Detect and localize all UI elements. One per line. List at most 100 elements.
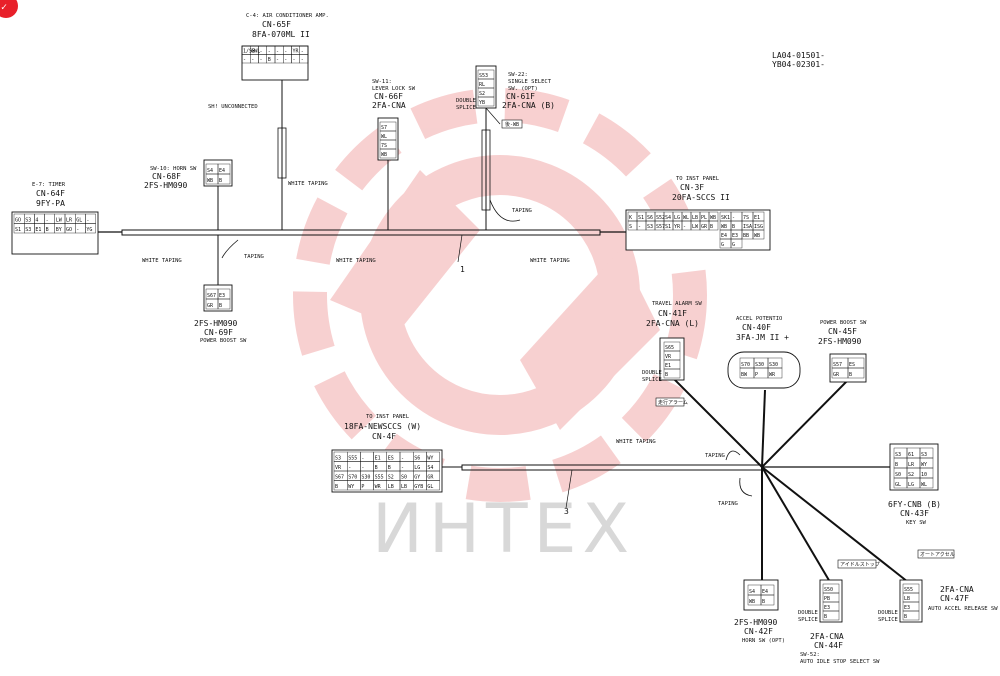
watermark-text: ИНТЕХ — [372, 490, 635, 569]
pin-label: LW — [56, 218, 63, 224]
pin-label: B — [904, 614, 907, 620]
pin-label: WY — [427, 456, 433, 462]
pin-cell — [217, 298, 231, 310]
pin-label: E1 — [375, 456, 381, 462]
pin-label: YB — [479, 100, 485, 106]
pin-label: PB — [824, 596, 830, 602]
pin-label: 4 — [35, 218, 38, 224]
pin-label: - — [361, 456, 364, 462]
harness-1 — [98, 80, 626, 285]
splice-label: DOUBLE — [642, 370, 662, 376]
pin-label: E3 — [824, 605, 830, 611]
pin-label: - — [76, 227, 79, 233]
connector-id: CN-61F — [506, 92, 535, 101]
pin-label: WY — [921, 462, 927, 468]
connector-subtitle: AUTO IDLE STOP SELECT SW — [800, 659, 880, 665]
connector-part: 2FA-CNA (B) — [502, 101, 555, 110]
pin-label: E4 — [219, 168, 225, 174]
connector-title: TRAVEL ALARM SW — [652, 301, 702, 307]
connector-cn-66f[interactable]: SW-11: LEVER LOCK SW CN-66F 2FA-CNA S7WL… — [372, 79, 416, 161]
pin-cell — [426, 480, 440, 491]
pin-label: G — [721, 242, 724, 248]
pin-label: S4 — [665, 215, 671, 221]
pin-label: S0 — [401, 475, 407, 481]
connector-id: CN-40F — [742, 323, 771, 332]
pin-label: 7S — [381, 143, 387, 149]
splice-label: SPLICE — [642, 377, 662, 383]
connector-id: CN-43F — [900, 509, 929, 518]
pin-label: S53 — [479, 73, 488, 79]
connector-subtitle: SINGLE SELECT — [508, 79, 552, 85]
pin-label: WL — [381, 134, 387, 140]
pin-label: S3 — [25, 227, 31, 233]
pin-label: LG — [674, 215, 680, 221]
pin-cell — [730, 238, 743, 249]
pin-label: GY — [414, 475, 420, 481]
connector-part: 2FA-CNA (L) — [646, 319, 699, 328]
pin-label: YR — [293, 49, 300, 55]
connector-id: CN-66F — [374, 92, 403, 101]
pin-label: - — [284, 49, 287, 55]
pin-label: E4 — [721, 233, 727, 239]
pin-label: S52 — [656, 215, 665, 221]
pin-label: B — [665, 372, 668, 378]
connector-title: KEY SW — [906, 520, 927, 526]
pin-cell — [919, 477, 934, 489]
pin-label: S50 — [824, 587, 833, 593]
pin-label: S3 — [647, 224, 653, 230]
pin-label: - — [268, 49, 271, 55]
connector-note: SH! UNCONNECTED — [208, 104, 258, 110]
connector-cn-65f[interactable]: C-4: AIR CONDITIONER AMP. CN-65F 8FA-070… — [208, 13, 329, 110]
pin-label: GR — [427, 475, 434, 481]
white-taping-label: WHITE TAPING — [288, 181, 328, 187]
pin-label: - — [401, 456, 404, 462]
pin-label: S30 — [755, 362, 764, 368]
splice-label: SPLICE — [456, 105, 476, 111]
pin-label: WR — [375, 484, 382, 490]
pin-label: - — [732, 215, 735, 221]
jp-tag: オートアクセル — [920, 552, 955, 558]
pin-label: - — [683, 224, 686, 230]
pin-label: BY — [56, 227, 62, 233]
pin-label: - — [86, 218, 89, 224]
connector-id: CN-47F — [940, 594, 969, 603]
jp-tag: 走行アラーム — [658, 399, 688, 406]
corner-badge[interactable]: ✓ — [0, 0, 18, 18]
connector-part: 20FA-SCCS II — [672, 193, 730, 202]
pin-label: GO — [15, 218, 21, 224]
connector-id: CN-42F — [744, 627, 773, 636]
pin-cell — [822, 610, 840, 621]
connector-id: CN-3F — [680, 183, 704, 192]
pin-label: S57 — [656, 224, 665, 230]
white-taping-label: WHITE TAPING — [336, 258, 376, 264]
pin-label: E3 — [904, 605, 910, 611]
connector-cn-41f[interactable]: TRAVEL ALARM SW CN-41F 2FA-CNA (L) S65VR… — [642, 301, 702, 407]
pin-label: S55 — [904, 587, 913, 593]
splice-label: DOUBLE — [456, 98, 476, 104]
doc-id-1: LA04-01501- — [772, 51, 825, 60]
pin-label: WL — [683, 215, 689, 221]
connector-id: CN-68F — [152, 172, 181, 181]
doc-id-2: YB04-02301- — [772, 60, 825, 69]
pin-label: WB — [749, 599, 755, 605]
pin-label: RL — [479, 82, 485, 88]
pin-label: WB — [721, 224, 727, 230]
connector-title: HORN SW (OPT) — [742, 638, 785, 644]
